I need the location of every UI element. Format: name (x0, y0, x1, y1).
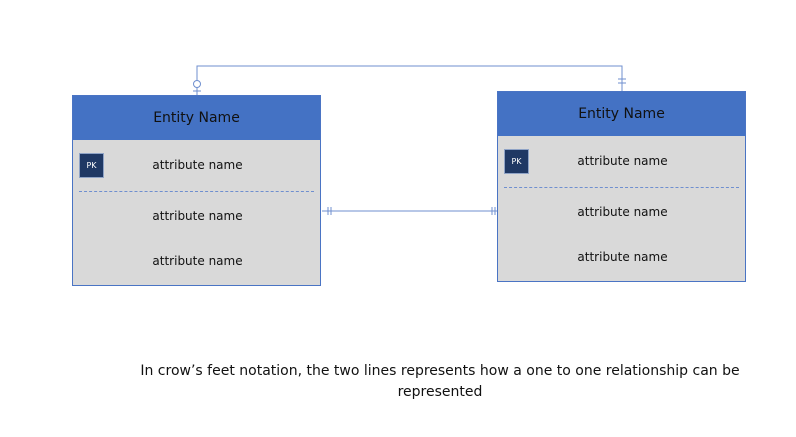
pk-divider (79, 191, 314, 192)
attribute-name: attribute name (577, 250, 668, 264)
entity-right[interactable]: Entity Name PK attribute name attribute … (497, 91, 746, 282)
attribute-name: attribute name (577, 154, 668, 168)
attribute-name: attribute name (152, 209, 243, 223)
entity-left[interactable]: Entity Name PK attribute name attribute … (72, 95, 321, 286)
pk-divider (504, 187, 739, 188)
attribute-name: attribute name (152, 254, 243, 268)
attribute-name: attribute name (577, 205, 668, 219)
entity-title: Entity Name (73, 96, 320, 140)
zero-marker-left (193, 80, 201, 88)
pk-badge: PK (79, 153, 104, 178)
attribute-name: attribute name (152, 158, 243, 172)
entity-title: Entity Name (498, 92, 745, 136)
caption-text: In crow’s feet notation, the two lines r… (140, 363, 740, 400)
pk-badge: PK (504, 149, 529, 174)
